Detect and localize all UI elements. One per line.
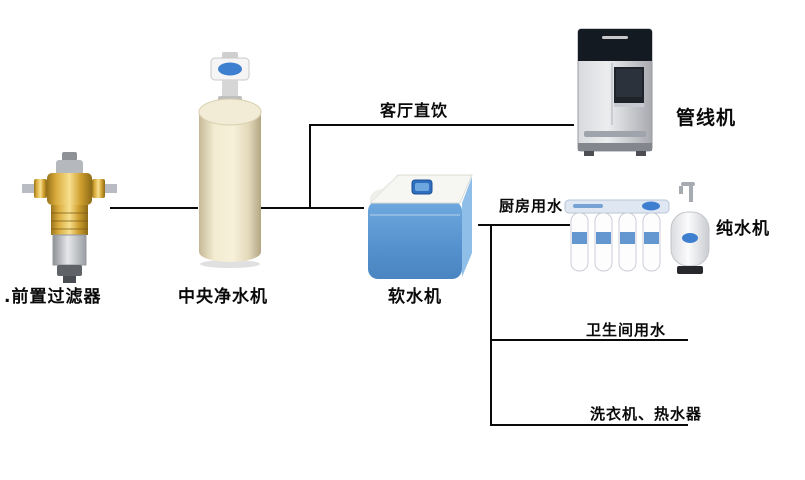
prefilter-icon [22,152,117,283]
label-pure-water-machine: 纯水机 [716,219,770,239]
label-bathroom-water: 卫生间用水 [586,321,667,339]
pipe-bathroom-branch [490,339,688,341]
central-purifier-device [193,52,268,272]
pipe-riser-living-room [309,124,311,209]
label-kitchen-water: 厨房用水 [499,197,564,215]
label-pipeline-machine: 管线机 [676,107,737,129]
pure-water-machine-device [563,180,715,285]
label-living-room-drinking: 客厅直饮 [380,101,449,120]
pipe-prefilter-to-purifier [110,207,198,209]
pipe-trunk-vertical [490,224,492,426]
label-central-purifier: 中央净水机 [178,287,268,307]
label-prefilter: .前置过滤器 [4,287,102,307]
pipe-purifier-to-softener [258,207,364,209]
pipe-softener-to-kitchen [478,224,570,226]
softener-icon [368,174,473,279]
pipeline-machine-device [572,27,660,160]
prefilter-device [22,152,117,284]
pipe-living-room-to-pipeline-machine [309,124,574,126]
pipe-laundry-branch [490,424,688,426]
pipeline-machine-icon [577,28,653,156]
central-purifier-icon [198,52,262,268]
pure-water-machine-icon [564,182,710,274]
label-laundry-heater: 洗衣机、热水器 [590,405,703,423]
softener-device [358,163,483,283]
label-softener: 软水机 [388,287,442,307]
